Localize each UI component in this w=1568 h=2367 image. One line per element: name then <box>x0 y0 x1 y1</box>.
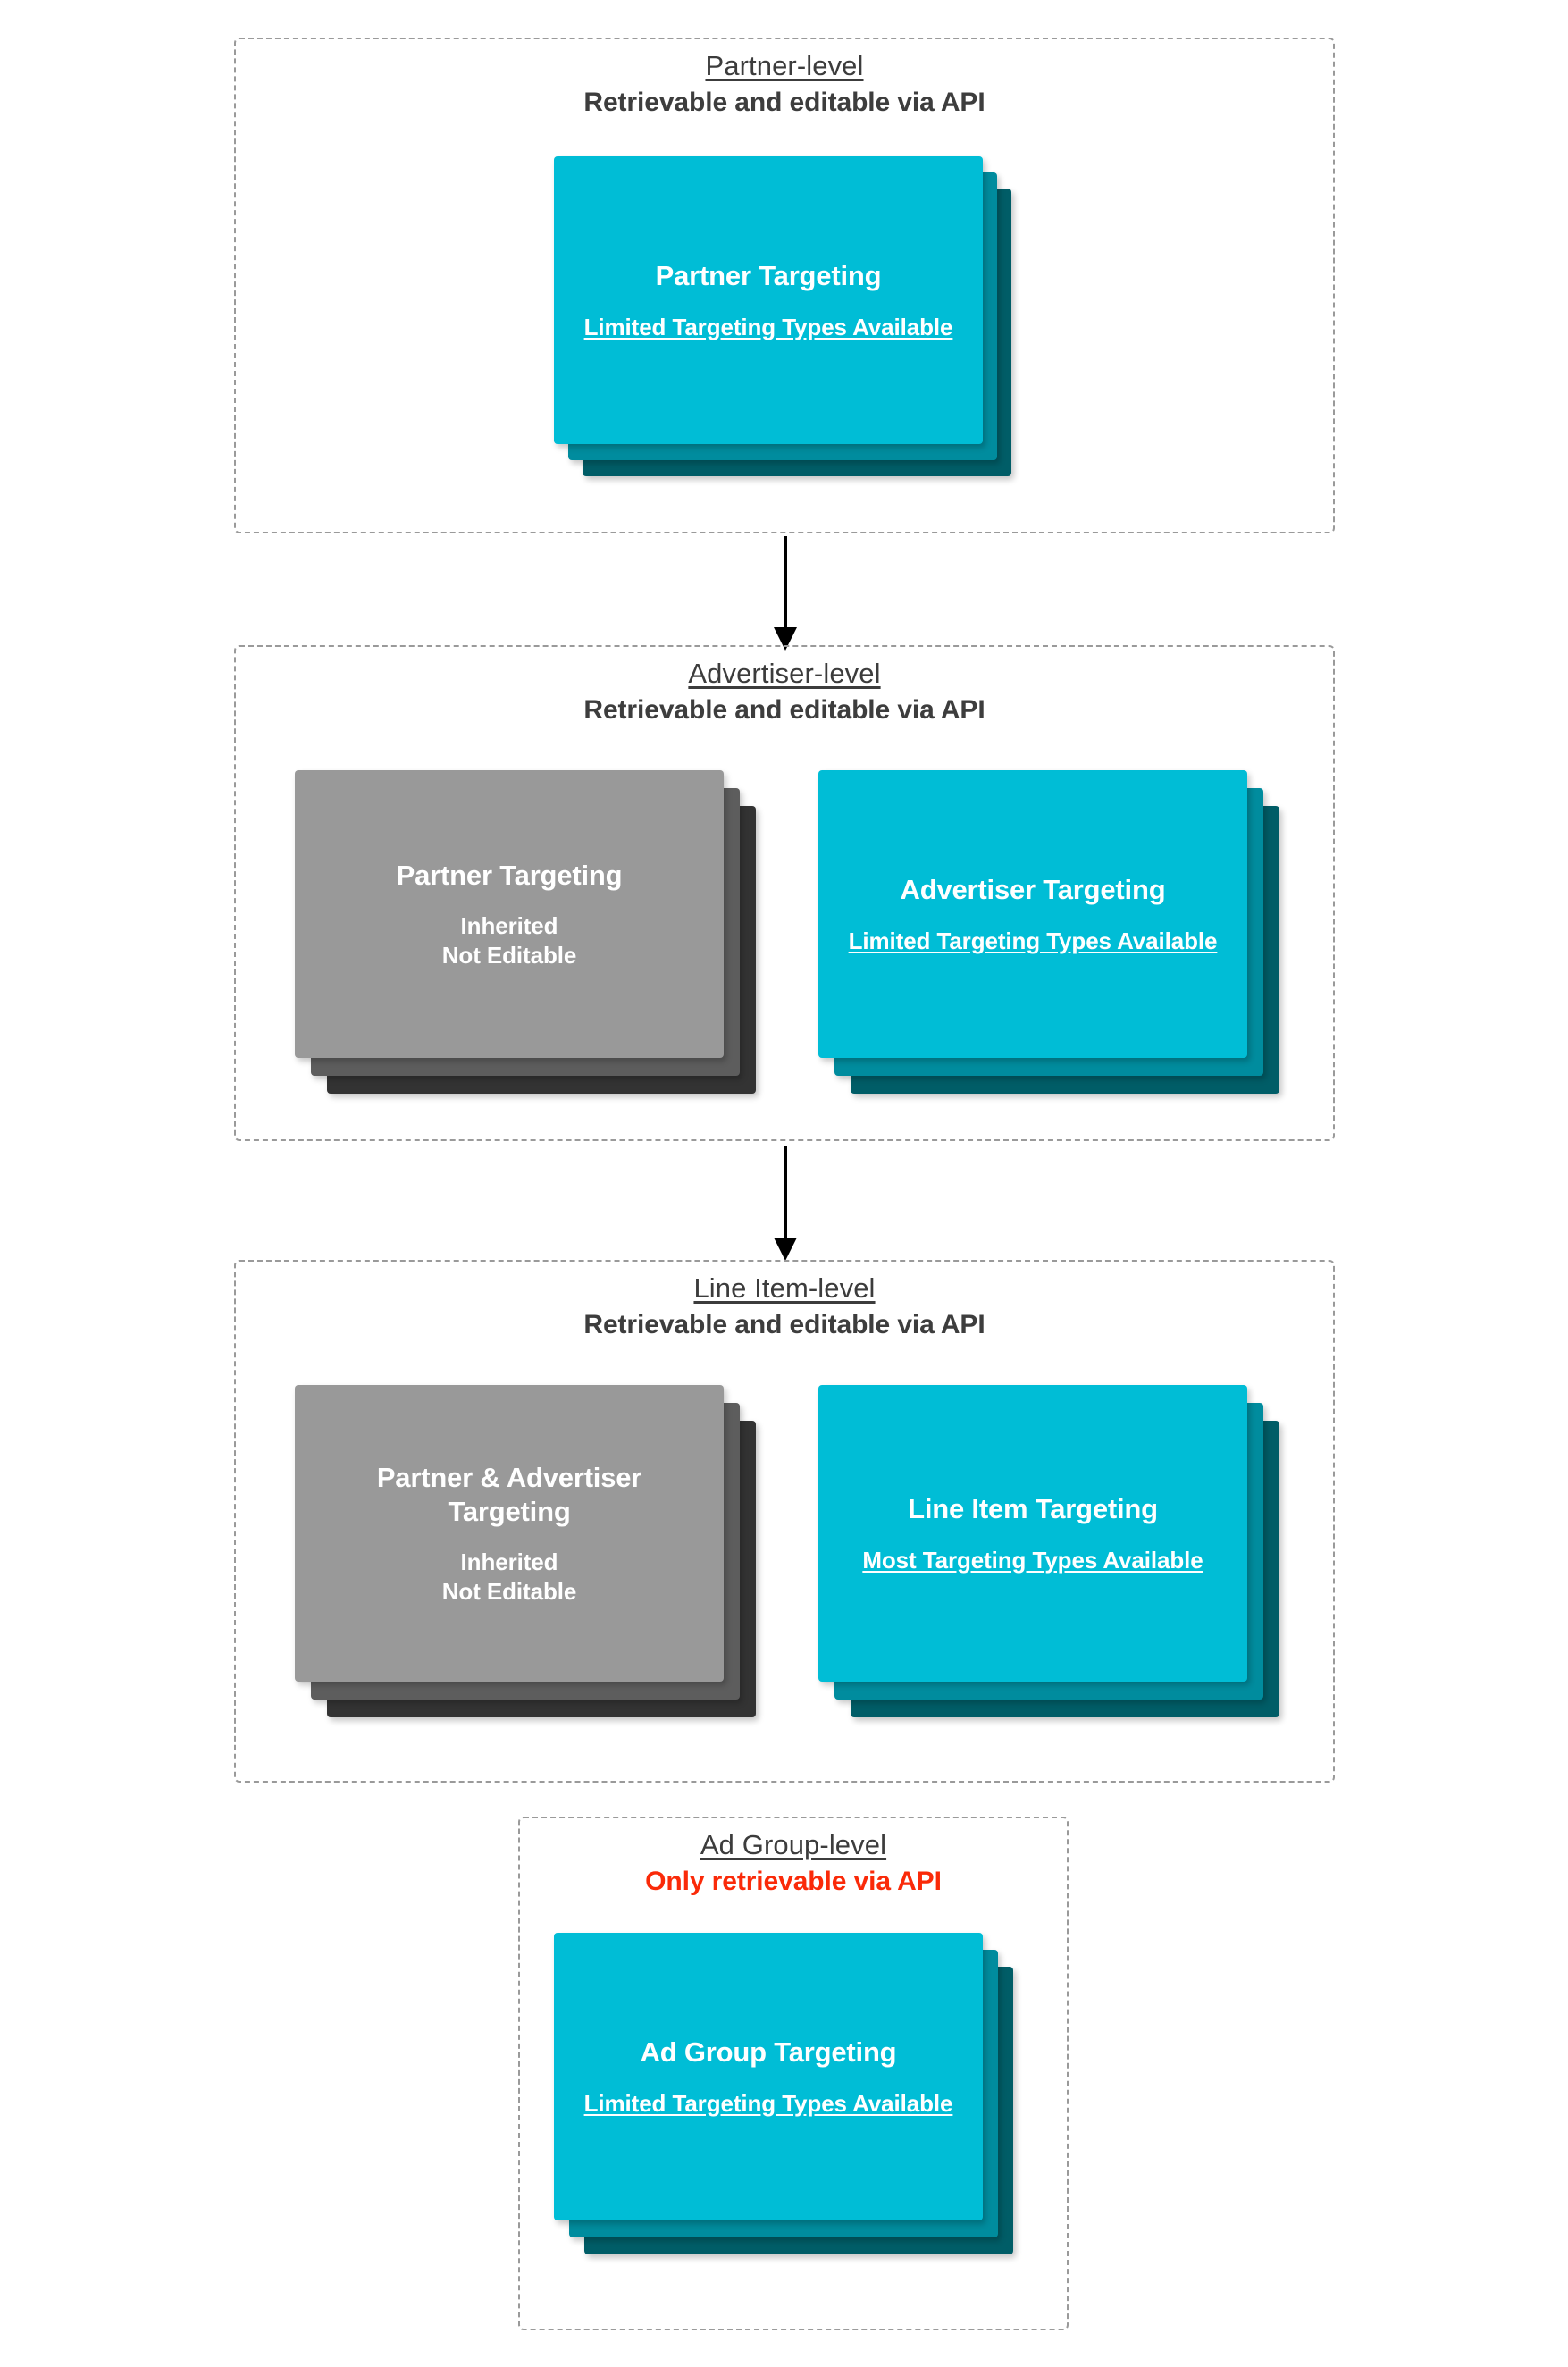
ad-group-targeting-card[interactable]: Ad Group Targeting Limited Targeting Typ… <box>554 1933 983 2220</box>
line-item-targeting-card[interactable]: Line Item Targeting Most Targeting Types… <box>818 1385 1247 1682</box>
connector-partner-to-advertiser <box>772 536 799 651</box>
partner-targeting-card-title: Partner Targeting <box>655 259 882 291</box>
inherited-partner-advertiser-card-title: Partner & Advertiser Targeting <box>376 1461 642 1527</box>
partner-targeting-card-stack: Partner Targeting Limited Targeting Type… <box>554 156 1015 496</box>
connector-arrowhead <box>774 1238 797 1261</box>
inherited-partner-targeting-card[interactable]: Partner Targeting Inherited Not Editable <box>295 770 724 1058</box>
ad-group-targeting-card-title: Ad Group Targeting <box>640 2035 897 2068</box>
line-item-targeting-card-stack: Line Item Targeting Most Targeting Types… <box>818 1385 1279 1742</box>
connector-advertiser-to-line-item <box>772 1146 799 1261</box>
section-partner-level <box>234 38 1335 533</box>
connector-shaft <box>784 536 787 629</box>
inherited-partner-advertiser-card-stack: Partner & Advertiser Targeting Inherited… <box>295 1385 756 1742</box>
inherited-partner-targeting-card-title: Partner Targeting <box>396 859 623 891</box>
section-line-item-level <box>234 1260 1335 1783</box>
inherited-partner-advertiser-card-note: Inherited Not Editable <box>441 1549 577 1605</box>
advertiser-targeting-card[interactable]: Advertiser Targeting Limited Targeting T… <box>818 770 1247 1058</box>
inherited-partner-targeting-card-note: Inherited Not Editable <box>441 912 577 969</box>
inherited-partner-targeting-card-stack: Partner Targeting Inherited Not Editable <box>295 770 756 1119</box>
line-item-targeting-card-note: Most Targeting Types Available <box>862 1546 1203 1574</box>
advertiser-targeting-card-stack: Advertiser Targeting Limited Targeting T… <box>818 770 1279 1119</box>
advertiser-targeting-card-note: Limited Targeting Types Available <box>848 927 1218 954</box>
partner-targeting-card-note: Limited Targeting Types Available <box>583 313 953 340</box>
connector-shaft <box>784 1146 787 1239</box>
inherited-partner-advertiser-card[interactable]: Partner & Advertiser Targeting Inherited… <box>295 1385 724 1682</box>
ad-group-targeting-card-stack: Ad Group Targeting Limited Targeting Typ… <box>554 1933 1015 2281</box>
advertiser-targeting-card-title: Advertiser Targeting <box>900 873 1166 905</box>
section-ad-group-level <box>518 1817 1069 2330</box>
partner-targeting-card[interactable]: Partner Targeting Limited Targeting Type… <box>554 156 983 444</box>
section-advertiser-level <box>234 645 1335 1141</box>
line-item-targeting-card-title: Line Item Targeting <box>908 1492 1158 1524</box>
ad-group-targeting-card-note: Limited Targeting Types Available <box>583 2089 953 2117</box>
